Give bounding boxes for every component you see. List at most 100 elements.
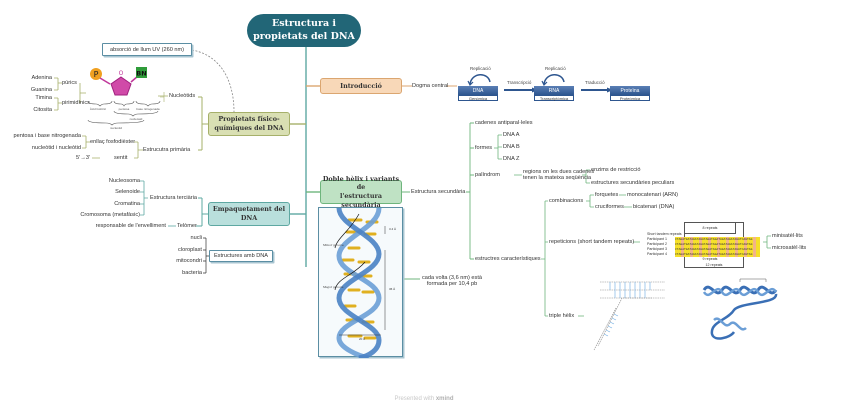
str-row-2: Participant 2 — [647, 242, 667, 246]
pitch-label: 36 Å — [389, 286, 395, 291]
topic-empaquetament-line2: DNA — [240, 214, 258, 222]
topic-introduccio-label: Introducció — [340, 81, 382, 90]
translation-arrow-icon — [581, 87, 613, 93]
traduccio-label: Traducció — [585, 80, 605, 85]
estructures-peculiars-label[interactable]: estructures secundàries peculiars — [591, 180, 675, 186]
palindrom-description[interactable]: regions on les dues cadenes tenen la mat… — [523, 169, 594, 182]
dna-b-label[interactable]: DNA B — [503, 144, 520, 150]
dogma-proteina-name: Proteïna — [610, 86, 650, 95]
footer: Presented with xmind — [0, 396, 848, 402]
selenoide-label[interactable]: Selenoide — [115, 189, 140, 195]
nucleotids-label[interactable]: Nucleòtids — [169, 93, 196, 99]
cromosoma-label[interactable]: Cromosoma (metafàsic) — [80, 212, 140, 218]
estructures-dna-text: Estructures amb DNA — [213, 253, 269, 259]
palindrom-label[interactable]: palíndrom — [475, 172, 500, 178]
formes-label[interactable]: formes — [475, 145, 493, 151]
cromatina-label[interactable]: Cromatina — [114, 201, 140, 207]
forquetes-label[interactable]: forquetes — [595, 192, 619, 198]
guanina-label[interactable]: Guanina — [30, 87, 52, 93]
topic-introduccio[interactable]: Introducció — [320, 78, 402, 94]
sentit-label[interactable]: sentit — [114, 155, 128, 161]
svg-text:pentosa: pentosa — [119, 107, 130, 111]
topic-doble-line1: Doble hèlix i variants de — [322, 174, 400, 192]
dogma-dna-name: DNA — [458, 86, 498, 95]
combinacions-label[interactable]: combinacions — [549, 198, 584, 204]
cruciformes-label[interactable]: cruciformes — [595, 204, 624, 210]
str-label-9: 9 repeats — [702, 257, 718, 261]
telomer-detail[interactable]: responsable de l'envelliment — [95, 223, 166, 229]
enllac-fosfodiester-label[interactable]: enllaç fosfodièster — [90, 139, 136, 145]
monocatenari-label[interactable]: monocatenari (ARN) — [627, 192, 678, 198]
microsatellits-label[interactable]: microsatèl·lits — [772, 245, 807, 251]
uv-absorption-box[interactable]: absorció de llum UV (260 nm) — [102, 43, 192, 56]
dogma-central-label[interactable]: Dogma central — [412, 83, 449, 89]
minisatellits-label[interactable]: minisatèl·lits — [772, 233, 803, 239]
str-sequence-highlight — [675, 237, 760, 257]
topic-propietats-line1: Propietats físico- — [218, 115, 280, 124]
telomer-label[interactable]: Telòmer — [177, 223, 197, 229]
svg-text:O: O — [119, 70, 124, 77]
timina-label[interactable]: Timina — [35, 95, 52, 101]
double-helix-image: Minor groove Major groove 3.4 Å 36 Å 20 … — [318, 207, 403, 361]
nucleotid-nucleotid-label[interactable]: nucleòtid i nucleòtid — [31, 145, 81, 151]
enzims-restriccio-label[interactable]: enzims de restricció — [591, 167, 641, 173]
rise-label: 3.4 Å — [389, 226, 396, 231]
cadenes-antiparalleles-label[interactable]: cadenes antiparal·leles — [475, 120, 533, 126]
str-label-8: 8 repeats — [684, 222, 736, 234]
svg-text:P: P — [94, 70, 99, 79]
footer-brand[interactable]: xmind — [435, 396, 454, 402]
dna-a-label[interactable]: DNA A — [503, 132, 520, 138]
replication-loop-rna — [543, 74, 565, 85]
dogma-rna-box: RNA Transcriptòmica — [534, 86, 574, 101]
sentit-value: 5'→3' — [76, 155, 90, 161]
str-sequences: CTAGATGATAGATAGATAGATAGATAGATAGATAGATCAG… — [675, 238, 753, 256]
nucli-label[interactable]: nucli — [190, 235, 202, 241]
cloroplast-label[interactable]: cloroplast — [178, 247, 202, 253]
bicatenari-label[interactable]: bicatenari (DNA) — [633, 204, 675, 210]
replicacio-dna-label: Replicació — [470, 66, 491, 71]
topic-propietats[interactable]: Propietats físico-químiques del DNA — [208, 112, 290, 136]
adenina-label[interactable]: Adenina — [31, 75, 52, 81]
topic-doble-line2: l'estructura secundària — [339, 192, 382, 209]
nucleotide-diagram: P O BN Àcid fosfòric pentosa base nitrog… — [87, 67, 161, 130]
pentose-icon — [110, 76, 132, 96]
dna-z-label[interactable]: DNA Z — [503, 156, 520, 162]
replication-arrows — [467, 74, 565, 86]
estructura-secundaria-label[interactable]: Estructura secundària — [411, 189, 466, 195]
major-groove-label: Major groove — [323, 285, 344, 289]
nucleosoma-label[interactable]: Nucleosoma — [108, 178, 140, 184]
helix-note[interactable]: cada volta (3,6 nm) està formada per 10,… — [422, 275, 482, 288]
dogma-dna-box: DNA Genòmica — [458, 86, 498, 101]
estructures-caracteristiques-label[interactable]: estructres característiques — [475, 256, 541, 262]
base-icon — [136, 67, 147, 78]
repeticions-label[interactable]: repeticions (short tandem repeats) — [549, 239, 635, 245]
triple-helix-label[interactable]: triple hèlix — [549, 313, 575, 319]
bacteria-label[interactable]: bacteria — [182, 270, 202, 276]
mitocondri-label[interactable]: mitocondri — [176, 258, 202, 264]
estructures-dna-box[interactable]: Estructures amb DNA — [209, 250, 273, 262]
dogma-dna-sub: Genòmica — [458, 95, 498, 101]
dogma-proteina-box: Proteïna Proteòmica — [610, 86, 650, 101]
minor-groove-label: Minor groove — [323, 243, 344, 247]
root-title-line1: Estructura i — [271, 18, 337, 30]
uv-absorption-text: absorció de llum UV (260 nm) — [110, 46, 184, 53]
svg-text:nucleòsid: nucleòsid — [130, 117, 143, 121]
triple-helix-ribbon — [702, 278, 778, 340]
footer-prefix: Presented with — [394, 396, 435, 402]
estructura-primaria-label[interactable]: Estrucutra primària — [143, 147, 191, 153]
svg-text:Àcid fosfòric: Àcid fosfòric — [90, 107, 107, 111]
purics-label[interactable]: púrics — [62, 80, 77, 86]
citosita-label[interactable]: Citosita — [33, 107, 52, 113]
pentosa-base-label[interactable]: pentosa i base nitrogenada — [13, 133, 82, 139]
dogma-rna-name: RNA — [534, 86, 574, 95]
estructura-terciaria-label[interactable]: Estructura terciària — [150, 195, 197, 201]
helix-note-line1: cada volta (3,6 nm) està — [422, 275, 483, 281]
str-figure: 8 repeats Short tandem repeats Participa… — [645, 222, 760, 270]
replication-loop-dna — [469, 74, 491, 85]
pirimidinics-label[interactable]: pirimidínics — [62, 100, 90, 106]
replicacio-rna-label: Replicació — [545, 66, 566, 71]
